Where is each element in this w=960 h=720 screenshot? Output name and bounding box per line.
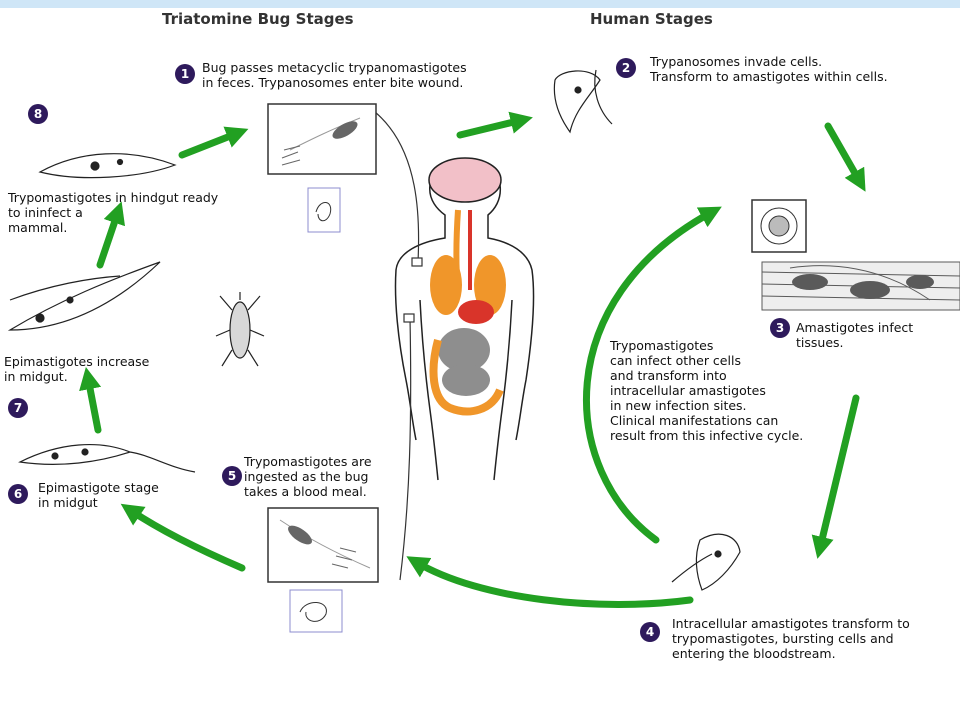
stage-1-text: Bug passes metacyclic trypanomastigotes … (202, 60, 467, 90)
stage-3-text: Amastigotes infect tissues. (796, 320, 914, 350)
reinfection-cycle-note: Trypomastigotes can infect other cells a… (610, 338, 804, 443)
arrow-4-to-5 (406, 556, 694, 608)
stage-7-text: Epimastigotes increase in midgut. (4, 354, 150, 384)
stage-4-badge: 4 (640, 622, 660, 642)
stage-4-text: Intracellular amastigotes transform to t… (672, 616, 910, 661)
stage-7-badge: 7 (8, 398, 28, 418)
stage-6-text: Epimastigote stage in midgut (38, 480, 159, 510)
parasite-drawings-bug-side (7, 153, 196, 473)
top-banner (0, 0, 960, 8)
stage-2-badge: 2 (616, 58, 636, 78)
human-figure (394, 157, 535, 481)
human-stages-header: Human Stages (590, 10, 713, 28)
arrow-3-to-4 (811, 394, 860, 559)
arrow-7-to-8 (96, 201, 126, 269)
trypomastigote-hindgut (38, 153, 177, 179)
bug-stages-header: Triatomine Bug Stages (162, 10, 354, 28)
connector-lines (374, 111, 423, 581)
inset-bug-feeding-bottom (267, 507, 379, 633)
cycle-arrows (79, 111, 866, 608)
stage-2-text: Trypanosomes invade cells. Transform to … (650, 54, 888, 84)
tissue-illustration (751, 199, 960, 311)
stage-5-text: Trypomastigotes are ingested as the bug … (244, 454, 372, 499)
stage-5-badge: 5 (222, 466, 242, 486)
stage-8-badge: 8 (28, 104, 48, 124)
arrow-1-to-2 (456, 111, 533, 139)
inset-bug-feeding-top (267, 103, 377, 233)
stage-6-badge: 6 (8, 484, 28, 504)
triatomine-bug-illustration (215, 292, 265, 367)
arrow-8-to-1 (178, 126, 249, 159)
arrow-5-to-6 (120, 503, 246, 572)
stage-3-badge: 3 (770, 318, 790, 338)
arrow-reinfection (582, 206, 722, 544)
arrow-6-to-7 (79, 367, 102, 434)
arrow-2-to-3 (824, 122, 866, 192)
stage-1-badge: 1 (175, 64, 195, 84)
parasite-drawings-human-side (553, 69, 741, 591)
stage-8-text: Trypomastigotes in hindgut ready to inin… (8, 190, 219, 235)
